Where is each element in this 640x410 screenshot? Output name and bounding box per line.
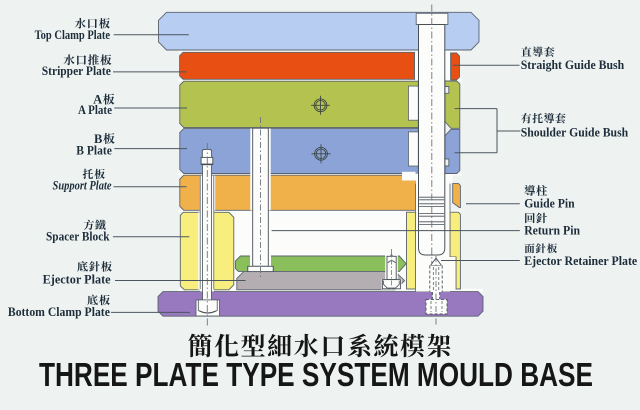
svg-text:Shoulder Guide Bush: Shoulder Guide Bush [521,125,629,140]
svg-text:B: B [94,132,102,146]
svg-text:A Plate: A Plate [78,103,112,117]
svg-text:B Plate: B Plate [76,144,112,158]
svg-text:Ejector Retainer Plate: Ejector Retainer Plate [524,253,637,268]
svg-text:A: A [93,93,102,107]
svg-text:Return Pin: Return Pin [524,223,580,238]
svg-text:THREE PLATE TYPE SYSTEM MOULD: THREE PLATE TYPE SYSTEM MOULD BASE [39,356,593,393]
svg-text:Bottom Clamp Plate: Bottom Clamp Plate [8,304,110,319]
svg-text:Stripper Plate: Stripper Plate [42,63,111,78]
svg-text:Support Plate: Support Plate [53,178,112,193]
svg-text:Straight Guide Bush: Straight Guide Bush [521,57,625,72]
svg-text:Ejector Plate: Ejector Plate [43,271,111,286]
svg-text:Spacer Block: Spacer Block [46,228,110,243]
svg-text:Top Clamp Plate: Top Clamp Plate [35,27,111,42]
svg-text:Guide Pin: Guide Pin [524,195,575,210]
